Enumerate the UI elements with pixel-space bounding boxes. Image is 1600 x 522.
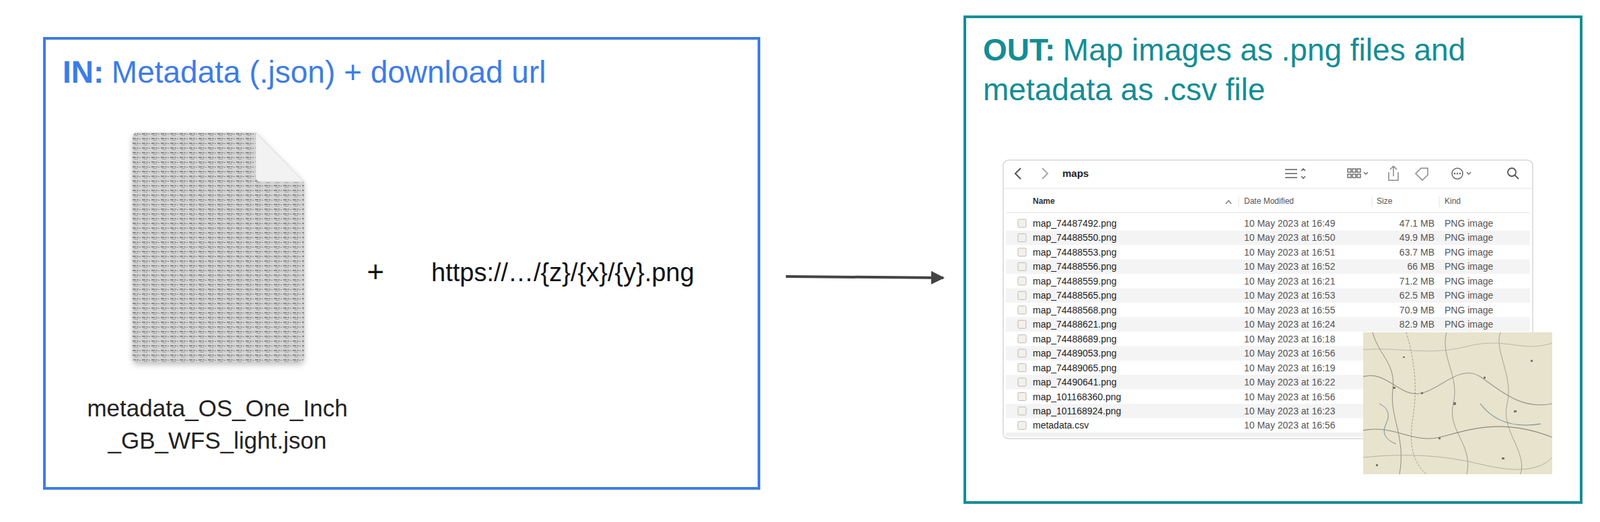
column-header: Name xyxy=(1032,197,1056,207)
table-cell: 10 May 2023 at 16:24 xyxy=(1244,318,1335,330)
table-cell: PNG image xyxy=(1444,304,1494,316)
table-cell: 10 May 2023 at 16:19 xyxy=(1244,362,1335,374)
file-name: metadata_OS_One_Inch _GB_WFS_light.json xyxy=(65,392,369,457)
box-heading: OUT:Map images as .png files and metadat… xyxy=(983,30,1542,110)
table-cell: map_74488565.png xyxy=(1032,289,1117,301)
table-cell: 10 May 2023 at 16:52 xyxy=(1244,261,1335,272)
table-cell: 66 MB xyxy=(1407,261,1435,272)
file-page xyxy=(132,132,305,362)
column-header: Size xyxy=(1376,197,1393,207)
table-cell: 49.9 MB xyxy=(1399,232,1435,243)
table-cell: 10 May 2023 at 16:55 xyxy=(1244,304,1335,316)
box-heading: IN:Metadata (.json) + download url xyxy=(62,52,736,93)
table-cell: 10 May 2023 at 16:53 xyxy=(1244,289,1335,301)
file-icon-small xyxy=(1017,248,1027,257)
column-header: Kind xyxy=(1444,197,1461,207)
flow-arrow xyxy=(785,276,944,278)
column-divider xyxy=(1371,196,1373,208)
file-icon-small xyxy=(1017,349,1027,358)
file-icon-small xyxy=(1017,320,1027,329)
forward-icon xyxy=(1042,168,1048,179)
table-cell: 10 May 2023 at 16:23 xyxy=(1244,405,1335,417)
table-cell: 62.5 MB xyxy=(1399,289,1435,301)
back-icon xyxy=(1015,168,1021,179)
list-icon xyxy=(1285,168,1306,179)
table-cell: 10 May 2023 at 16:56 xyxy=(1244,419,1335,431)
table-cell: map_74488553.png xyxy=(1032,246,1117,258)
column-divider xyxy=(1238,196,1240,208)
map-settlements xyxy=(1375,356,1533,467)
table-cell: 71.2 MB xyxy=(1399,275,1435,287)
file-icon-small xyxy=(1017,407,1027,416)
header-divider xyxy=(1005,212,1531,214)
table-cell: PNG image xyxy=(1444,246,1494,258)
tag-icon xyxy=(1415,168,1428,181)
table-cell: map_74489053.png xyxy=(1032,347,1117,359)
file-icon-small xyxy=(1017,233,1027,242)
table-cell: PNG image xyxy=(1444,261,1494,272)
table-cell: PNG image xyxy=(1444,217,1494,229)
map-features xyxy=(1363,332,1553,475)
table-cell: map_74488621.png xyxy=(1032,318,1117,330)
table-cell: 10 May 2023 at 16:18 xyxy=(1244,333,1335,345)
table-cell: 10 May 2023 at 16:49 xyxy=(1244,217,1335,229)
table-cell: map_74487492.png xyxy=(1032,217,1117,229)
table-cell: 63.7 MB xyxy=(1399,246,1435,258)
table-cell: map_74490641.png xyxy=(1032,376,1117,388)
file-icon-small xyxy=(1017,306,1027,315)
search-icon xyxy=(1507,168,1519,179)
table-cell: map_74488556.png xyxy=(1032,261,1117,272)
table-cell: 10 May 2023 at 16:22 xyxy=(1244,376,1335,388)
table-cell: map_74488689.png xyxy=(1032,333,1117,345)
table-cell: PNG image xyxy=(1444,318,1494,330)
table-cell: PNG image xyxy=(1444,232,1494,243)
table-cell: map_74488559.png xyxy=(1032,275,1117,287)
file-icons xyxy=(1017,219,1027,430)
table-cell: 70.9 MB xyxy=(1399,304,1435,316)
toolbar-divider xyxy=(1003,188,1533,190)
table-cell: 10 May 2023 at 16:21 xyxy=(1244,275,1335,287)
share-icon xyxy=(1388,166,1399,181)
file-icon-small xyxy=(1017,291,1027,300)
map-ground xyxy=(1363,332,1553,475)
box-title: Map images as .png files and metadata as… xyxy=(983,32,1466,107)
table-cell: 10 May 2023 at 16:51 xyxy=(1244,246,1335,258)
sort-caret xyxy=(1225,200,1232,204)
plus-sign: + xyxy=(366,255,385,290)
file-icon-small xyxy=(1017,364,1027,373)
file-fold xyxy=(255,132,305,182)
table-cell: 10 May 2023 at 16:56 xyxy=(1244,390,1335,402)
table-cell: 10 May 2023 at 16:50 xyxy=(1244,232,1335,243)
url-template: https://…/{z}/{x}/{y}.png xyxy=(431,258,695,288)
table-cell: map_101168360.png xyxy=(1032,390,1121,402)
table-cell: PNG image xyxy=(1444,275,1494,287)
table-cell: map_101168924.png xyxy=(1032,405,1121,417)
column-divider xyxy=(1439,196,1440,208)
file-icon-small xyxy=(1017,378,1027,387)
table-cell: 10 May 2023 at 16:56 xyxy=(1244,347,1335,359)
column-header: Date Modified xyxy=(1244,197,1294,207)
table-cell: 47.1 MB xyxy=(1399,217,1435,229)
table-cell: 82.9 MB xyxy=(1399,318,1435,330)
file-icon-small xyxy=(1017,262,1027,271)
file-icon xyxy=(132,132,305,362)
file-icon-small xyxy=(1017,335,1027,344)
table-cell: metadata.csv xyxy=(1032,419,1089,431)
table-cell: map_74489065.png xyxy=(1032,362,1117,374)
file-icon-small xyxy=(1017,219,1027,228)
table-cell: PNG image xyxy=(1444,289,1494,301)
table-cell: map_74488568.png xyxy=(1032,304,1117,316)
folder-name: maps xyxy=(1062,167,1089,179)
file-icon-small xyxy=(1017,421,1027,430)
box-keyword: OUT: xyxy=(983,32,1056,68)
box-title: Metadata (.json) + download url xyxy=(111,54,547,90)
file-icon-small xyxy=(1017,277,1027,286)
more-icon xyxy=(1451,168,1471,179)
grid-icon xyxy=(1347,168,1368,178)
file-icon-small xyxy=(1017,392,1027,402)
box-keyword: IN: xyxy=(62,54,104,90)
map-thumbnail xyxy=(1363,332,1553,475)
table-cell: map_74488550.png xyxy=(1032,232,1117,243)
